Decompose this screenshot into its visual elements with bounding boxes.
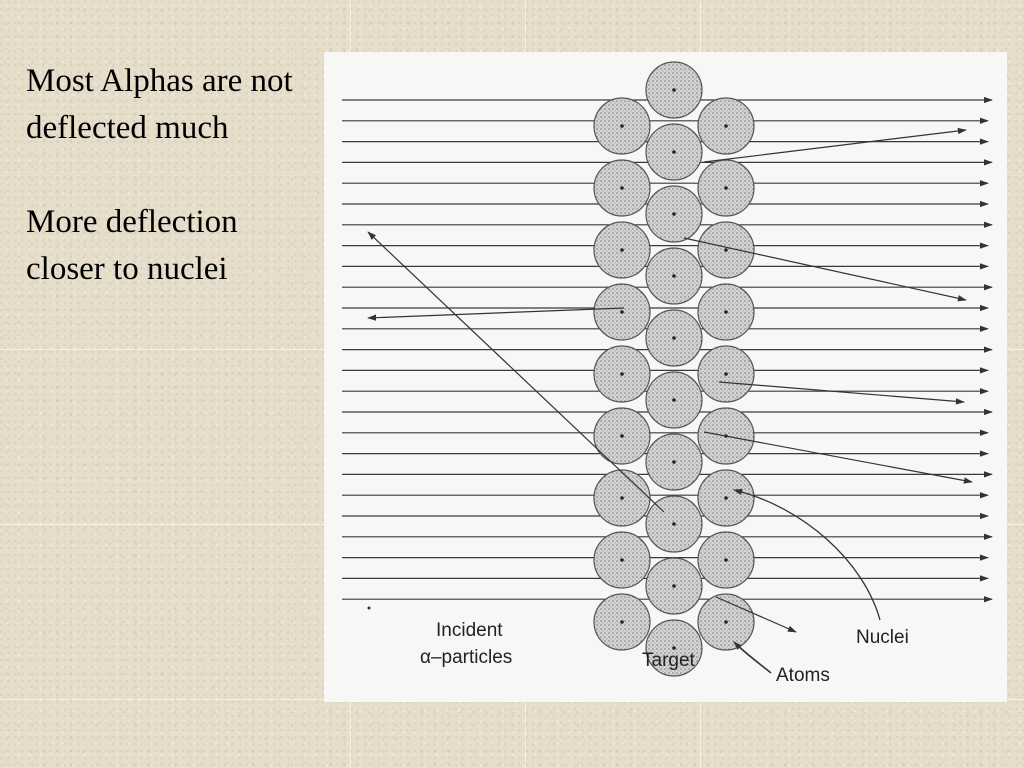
atom-nucleus (620, 310, 624, 314)
atoms-pointer-arrow (733, 641, 772, 674)
atom-nucleus (620, 620, 624, 624)
atom-nucleus (672, 336, 676, 340)
atom-nucleus (724, 496, 728, 500)
atom-nucleus (672, 522, 676, 526)
nuclei-label: Nuclei (856, 627, 909, 648)
atom-nucleus (672, 88, 676, 92)
atom-nucleus (672, 460, 676, 464)
atom-nucleus (620, 186, 624, 190)
atoms-label: Atoms (776, 665, 830, 686)
atom-nucleus (724, 124, 728, 128)
alpha-particles-label: α–particles (420, 647, 512, 668)
deflected-track (715, 596, 797, 633)
incident-label: Incident (436, 620, 503, 641)
nuclei-pointer-arrow (733, 488, 881, 621)
bullet-text-alphas-not-deflected: Most Alphas are not deflected much (26, 63, 293, 146)
rutherford-scattering-diagram: Incident α–particles Target Atoms Nuclei (324, 52, 1007, 702)
atom-nucleus (672, 150, 676, 154)
atom-nucleus (724, 372, 728, 376)
deflected-track (367, 231, 665, 513)
atom-nucleus (672, 398, 676, 402)
atom-nucleus (620, 496, 624, 500)
atom-nucleus (724, 186, 728, 190)
atom-nucleus (724, 248, 728, 252)
stray-dot (367, 606, 371, 610)
target-atoms (593, 61, 755, 677)
atom-nucleus (620, 434, 624, 438)
atom-nucleus (620, 124, 624, 128)
deflected-alpha-tracks (367, 127, 973, 633)
atom-nucleus (620, 372, 624, 376)
target-label: Target (642, 650, 696, 671)
deflected-track (718, 381, 965, 405)
scattering-diagram-svg: Incident α–particles Target Atoms Nuclei (342, 61, 993, 686)
deflected-track (703, 431, 973, 484)
atom-nucleus (724, 310, 728, 314)
slide-text-block: Most Alphas are not deflected much More … (26, 58, 316, 293)
atom-nucleus (620, 558, 624, 562)
deflected-track (703, 127, 967, 163)
deflected-track (367, 307, 625, 321)
atom-nucleus (672, 584, 676, 588)
bullet-text-deflection-near-nuclei: More deflection closer to nuclei (26, 204, 238, 287)
atom-nucleus (620, 248, 624, 252)
atom-nucleus (672, 212, 676, 216)
atom-nucleus (724, 620, 728, 624)
deflected-track (683, 237, 967, 302)
atom-nucleus (672, 274, 676, 278)
atom-nucleus (724, 558, 728, 562)
atom-nucleus (672, 646, 676, 650)
